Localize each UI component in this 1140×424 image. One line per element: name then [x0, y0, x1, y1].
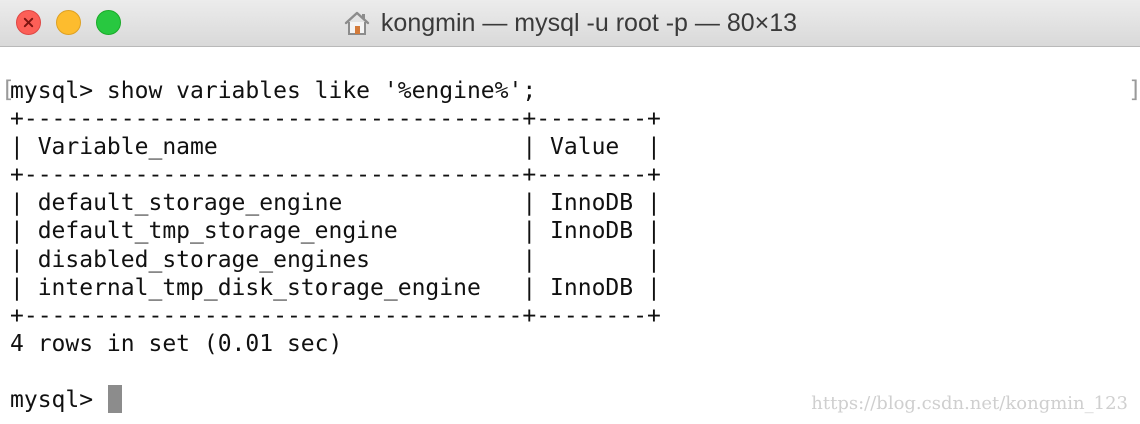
- table-border-mid: +------------------------------------+--…: [10, 162, 661, 189]
- left-bracket-marker: [: [1, 77, 15, 103]
- table-row: | disabled_storage_engines | |: [10, 246, 661, 273]
- table-row: | default_storage_engine | InnoDB |: [10, 190, 661, 217]
- terminal-content[interactable]: [ ] mysql> show variables like '%engine%…: [0, 47, 1140, 424]
- table-row: | default_tmp_storage_engine | InnoDB |: [10, 218, 661, 245]
- command-line: mysql> show variables like '%engine%';: [10, 78, 537, 104]
- watermark: https://blog.csdn.net/kongmin_123: [811, 393, 1128, 414]
- table-border-top: +------------------------------------+--…: [10, 106, 661, 133]
- text-cursor: [108, 385, 122, 413]
- prompt-line[interactable]: mysql>: [10, 387, 107, 414]
- table-border-bottom: +------------------------------------+--…: [10, 302, 661, 329]
- table-row: | internal_tmp_disk_storage_engine | Inn…: [10, 274, 661, 301]
- title-bar[interactable]: kongmin — mysql -u root -p — 80×13: [0, 0, 1140, 47]
- right-bracket-marker: ]: [1128, 77, 1140, 103]
- close-button[interactable]: [16, 10, 41, 35]
- result-summary: 4 rows in set (0.01 sec): [10, 330, 343, 357]
- minimize-button[interactable]: [56, 10, 81, 35]
- table-header: | Variable_name | Value |: [10, 134, 661, 161]
- close-icon: [23, 17, 34, 28]
- window-title-group: kongmin — mysql -u root -p — 80×13: [0, 0, 1140, 46]
- terminal-output: mysql> show variables like '%engine%'; +…: [10, 77, 661, 414]
- home-icon: [344, 11, 370, 35]
- zoom-button[interactable]: [96, 10, 121, 35]
- blank-line: [10, 358, 661, 386]
- window-title: kongmin — mysql -u root -p — 80×13: [380, 8, 798, 37]
